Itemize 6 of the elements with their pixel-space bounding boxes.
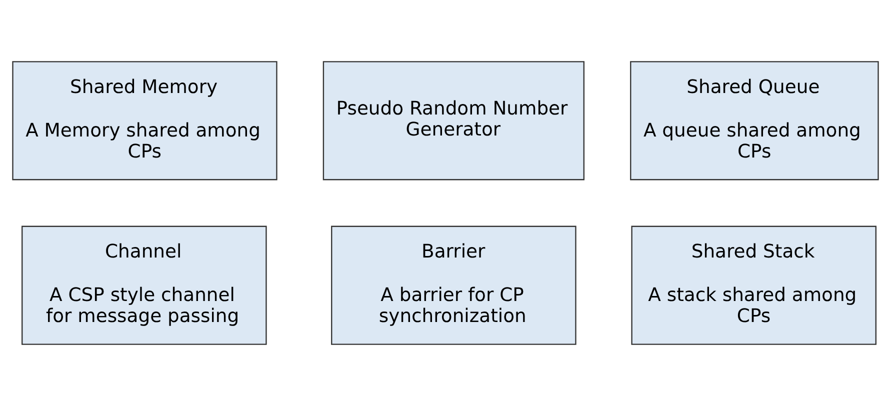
node-box: Shared Queue A queue shared among CPs	[630, 61, 879, 180]
node-box: Shared Stack A stack shared among CPs	[631, 226, 876, 345]
node-box: Shared Memory A Memory shared among CPs	[12, 61, 278, 180]
node-box: Channel A CSP style channel for message passing	[22, 226, 267, 345]
node-box: Barrier A barrier for CP synchronization	[331, 226, 576, 345]
node-box: Pseudo Random Number Generator	[322, 61, 584, 180]
